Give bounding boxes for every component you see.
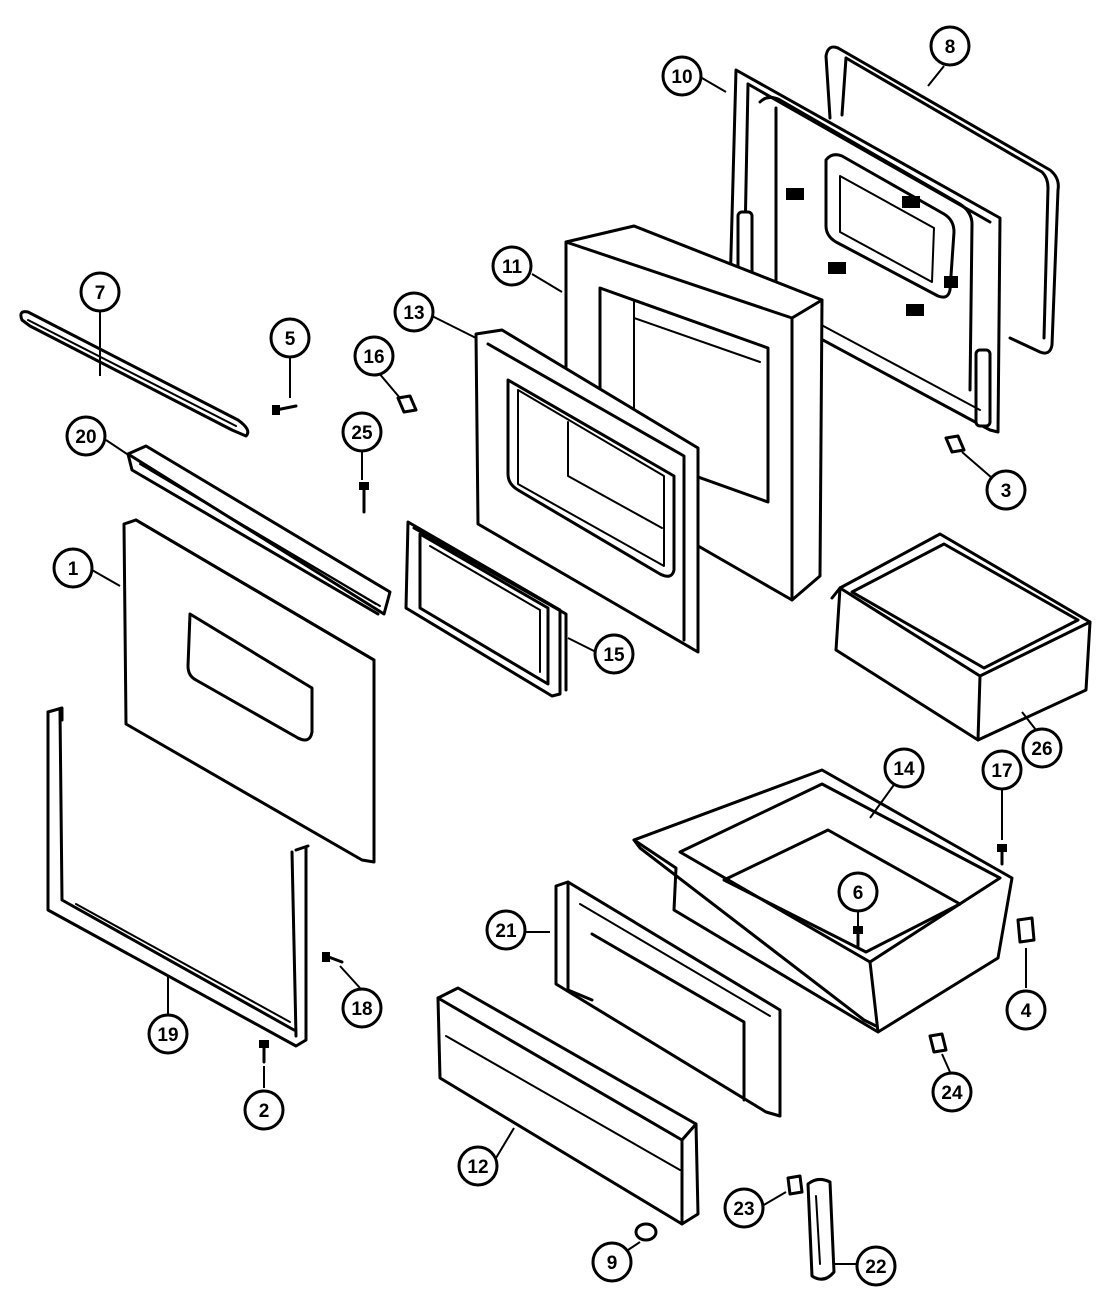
svg-text:25: 25 xyxy=(351,423,373,444)
callout-2: 2 xyxy=(243,1089,285,1131)
part-20-vent-trim xyxy=(126,444,392,616)
callout-3: 3 xyxy=(985,469,1027,511)
callout-18: 18 xyxy=(341,987,383,1029)
part-26-drawer-pan xyxy=(830,532,1092,742)
part-25-screw xyxy=(359,482,369,514)
part-1-outer-door xyxy=(122,518,376,864)
svg-text:4: 4 xyxy=(1021,1001,1032,1022)
svg-text:2: 2 xyxy=(259,1101,270,1122)
callout-6: 6 xyxy=(837,871,879,913)
part-16-clip xyxy=(396,394,418,414)
callout-15: 15 xyxy=(593,633,635,675)
callout-8: 8 xyxy=(929,25,971,67)
svg-text:11: 11 xyxy=(502,257,523,278)
part-15-window-pack xyxy=(404,520,568,698)
svg-text:6: 6 xyxy=(853,883,864,904)
part-4-bracket xyxy=(1016,916,1036,944)
callout-14: 14 xyxy=(883,747,925,789)
callout-5: 5 xyxy=(269,317,311,359)
part-2-screw xyxy=(259,1040,269,1064)
part-5-screw xyxy=(272,404,298,415)
part-21-drawer-support xyxy=(554,880,782,1118)
svg-text:17: 17 xyxy=(991,761,1012,782)
part-19-frame-channel xyxy=(46,706,310,1048)
part-9-knob xyxy=(634,1222,658,1242)
svg-text:10: 10 xyxy=(671,67,692,88)
svg-text:15: 15 xyxy=(603,645,625,666)
callout-19: 19 xyxy=(147,1013,189,1055)
svg-text:22: 22 xyxy=(865,1257,886,1278)
callout-11: 11 xyxy=(491,245,533,287)
callout-24: 24 xyxy=(931,1071,973,1113)
svg-text:12: 12 xyxy=(467,1157,488,1178)
svg-text:16: 16 xyxy=(363,347,384,368)
callout-10: 10 xyxy=(661,55,703,97)
svg-text:3: 3 xyxy=(1001,481,1012,502)
part-23-clip xyxy=(786,1174,804,1196)
callout-21: 21 xyxy=(485,909,527,951)
svg-text:13: 13 xyxy=(403,303,424,324)
svg-text:14: 14 xyxy=(893,759,915,780)
svg-text:8: 8 xyxy=(945,37,956,58)
svg-text:23: 23 xyxy=(733,1199,754,1220)
svg-text:19: 19 xyxy=(157,1025,178,1046)
part-18-screw xyxy=(322,952,344,964)
part-14-drawer-body xyxy=(632,768,1014,1034)
callout-9: 9 xyxy=(591,1241,633,1283)
svg-text:5: 5 xyxy=(285,329,296,350)
part-3-clip xyxy=(944,434,966,454)
svg-text:9: 9 xyxy=(607,1253,618,1274)
part-24-clip xyxy=(928,1032,948,1054)
svg-text:18: 18 xyxy=(351,999,372,1020)
callouts: 1 2 3 4 5 6 7 8 xyxy=(52,25,1063,1287)
callout-16: 16 xyxy=(353,335,395,377)
callout-25: 25 xyxy=(341,411,383,453)
part-6-screw xyxy=(853,926,863,948)
svg-text:7: 7 xyxy=(95,283,106,304)
part-17-screw xyxy=(997,844,1007,866)
callout-4: 4 xyxy=(1005,989,1047,1031)
callout-1: 1 xyxy=(52,547,94,589)
callout-12: 12 xyxy=(457,1145,499,1187)
callout-23: 23 xyxy=(723,1187,765,1229)
svg-text:24: 24 xyxy=(941,1083,963,1104)
part-12-drawer-front xyxy=(436,986,700,1226)
part-7-door-handle xyxy=(19,310,250,438)
callout-20: 20 xyxy=(65,415,107,457)
svg-text:1: 1 xyxy=(68,559,79,580)
svg-text:20: 20 xyxy=(75,427,96,448)
part-13-door-frame xyxy=(474,328,700,654)
callout-7: 7 xyxy=(79,271,121,313)
callout-26: 26 xyxy=(1021,727,1063,769)
svg-text:21: 21 xyxy=(495,921,517,942)
leader-lines xyxy=(91,65,1037,1265)
callout-17: 17 xyxy=(981,749,1023,791)
part-8-gasket xyxy=(824,45,1060,355)
callout-22: 22 xyxy=(855,1245,897,1287)
svg-text:26: 26 xyxy=(1031,739,1052,760)
part-22-side-trim xyxy=(806,1177,836,1281)
callout-13: 13 xyxy=(393,291,435,333)
